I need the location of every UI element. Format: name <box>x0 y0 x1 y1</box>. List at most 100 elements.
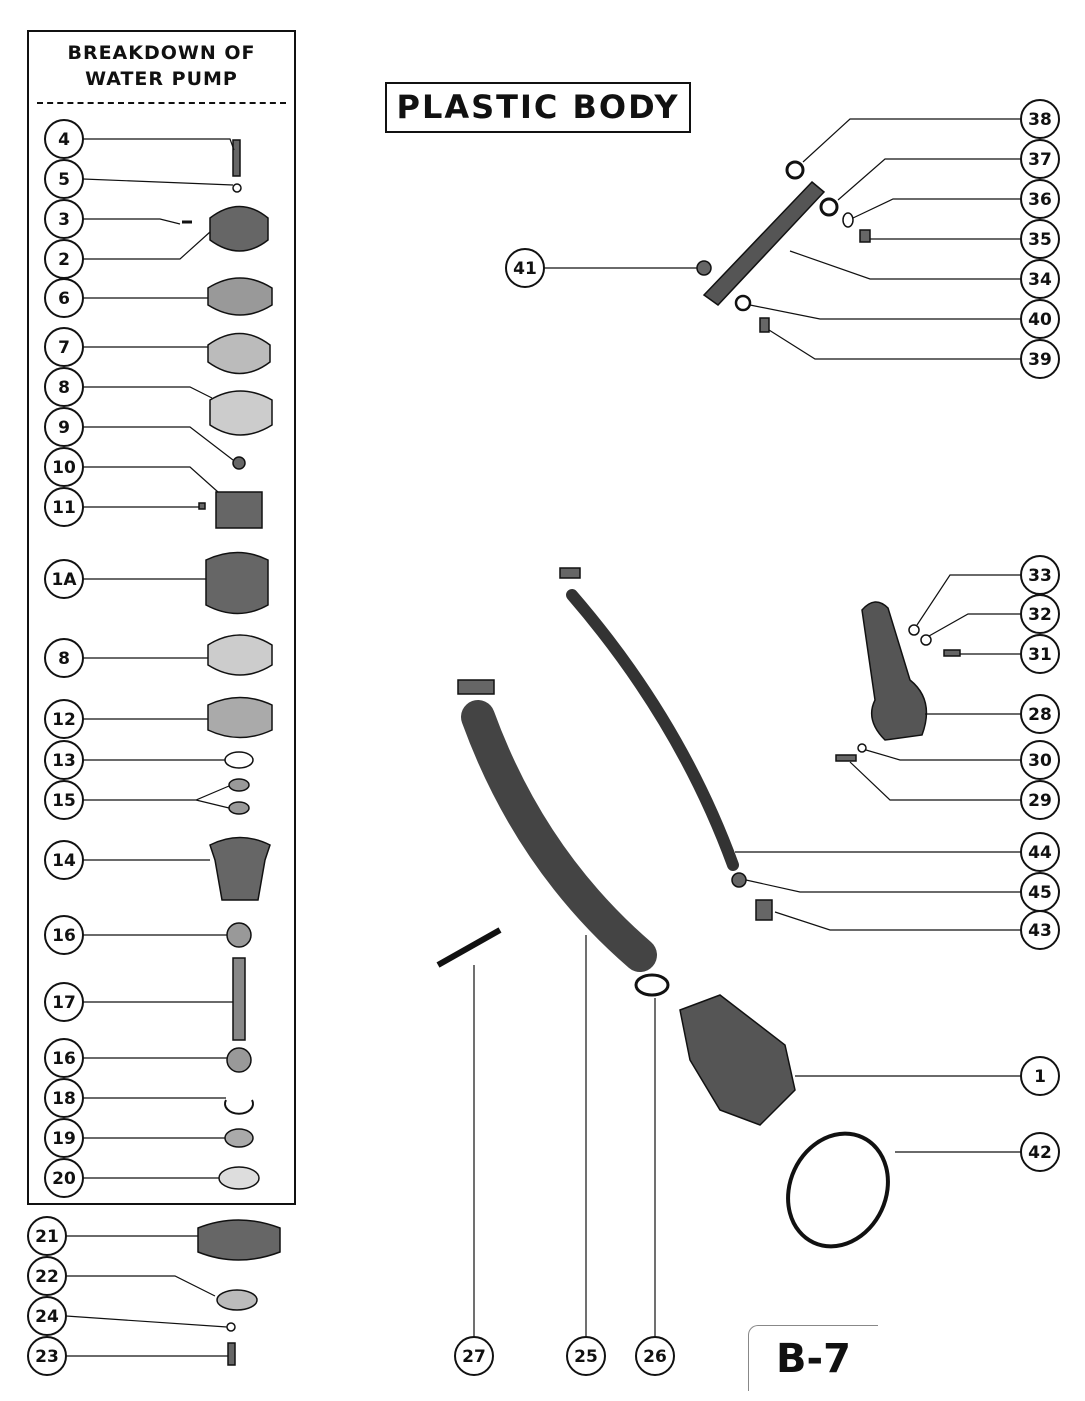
callout-label-33: 33 <box>1028 566 1052 586</box>
callout-bubble-19 <box>44 1118 84 1158</box>
callout-leader-45 <box>745 879 1021 893</box>
callout-leader-9 <box>83 426 234 461</box>
callout-label-21: 21 <box>35 1227 59 1247</box>
part-44-small-hose <box>566 589 739 871</box>
callout-bubble-12 <box>44 699 84 739</box>
callout-bubble-36 <box>1020 179 1060 219</box>
callout-label-22: 22 <box>35 1267 59 1287</box>
part-27-bolt <box>436 927 502 968</box>
callout-label-4: 4 <box>58 130 70 150</box>
callout-leader-5 <box>82 178 234 186</box>
breakdown-title-line-1: BREAKDOWN OF <box>67 42 256 64</box>
callout-bubble-4 <box>44 119 84 159</box>
callout-label-23: 23 <box>35 1347 59 1367</box>
part-11-key <box>198 502 206 510</box>
callout-leader-36 <box>852 198 1021 219</box>
callout-bubble-8 <box>44 367 84 407</box>
callout-bubble-10 <box>44 447 84 487</box>
callout-label-34: 34 <box>1028 270 1052 290</box>
part-45-clamp <box>731 872 747 888</box>
callout-label-3: 3 <box>58 210 70 230</box>
callout-bubble-23 <box>27 1336 67 1376</box>
callout-leader-3 <box>83 218 181 225</box>
callout-bubble-3 <box>44 199 84 239</box>
callout-leader-29 <box>849 761 1021 801</box>
callout-label-29: 29 <box>1028 791 1052 811</box>
callout-label-7: 7 <box>58 338 70 358</box>
callout-label-37: 37 <box>1028 150 1052 170</box>
part-2-pump-cover <box>209 205 269 252</box>
callout-label-19: 19 <box>52 1129 76 1149</box>
breakdown-title: BREAKDOWN OF WATER PUMP <box>29 40 294 92</box>
callout-bubbles: 4532678910111A81213151416171618192021222… <box>27 99 1060 1376</box>
callout-bubble-22 <box>27 1256 67 1296</box>
callout-leader-37 <box>837 158 1021 201</box>
callout-bubble-18 <box>44 1078 84 1118</box>
part-15-seal-upper <box>228 778 250 792</box>
part-8-gasket <box>209 390 273 436</box>
callout-leader-32 <box>928 613 1021 637</box>
part-13-o-ring <box>224 751 254 769</box>
callout-leader-40 <box>749 304 1021 320</box>
callout-label-40: 40 <box>1028 310 1052 330</box>
part-18-snap-ring <box>224 1099 254 1115</box>
callout-leader-4 <box>83 138 235 151</box>
callout-bubble-26 <box>635 1336 675 1376</box>
part-42-drive-belt <box>786 1131 890 1249</box>
callout-leader-15 <box>83 785 230 809</box>
part-illustrations <box>182 139 961 1366</box>
callout-label-45: 45 <box>1028 883 1052 903</box>
callout-label-14: 14 <box>52 851 76 871</box>
callout-label-28: 28 <box>1028 705 1052 725</box>
callout-label-27: 27 <box>462 1347 486 1367</box>
callout-label-12: 12 <box>52 710 76 730</box>
callout-bubble-27 <box>454 1336 494 1376</box>
part-32-washer <box>920 634 932 646</box>
callout-bubble-25 <box>566 1336 606 1376</box>
part-26-hose-clamp <box>634 973 670 997</box>
part-34-adjusting-bracket <box>702 180 826 306</box>
callout-bubble-28 <box>1020 694 1060 734</box>
callout-label-17: 17 <box>52 993 76 1013</box>
part-8-lower-gasket <box>207 634 273 676</box>
callout-label-31: 31 <box>1028 645 1052 665</box>
callout-label-13: 13 <box>52 751 76 771</box>
part-24-lockwasher <box>226 1322 236 1332</box>
part-14-housing <box>209 836 271 901</box>
callout-label-9: 9 <box>58 418 70 438</box>
callout-leader-30 <box>865 749 1021 761</box>
callout-bubble-29 <box>1020 780 1060 820</box>
callout-bubble-20 <box>44 1158 84 1198</box>
part-1-water-pump <box>679 994 796 1126</box>
part-41-nut <box>696 260 712 276</box>
callout-label-18: 18 <box>52 1089 76 1109</box>
callout-bubble-31 <box>1020 634 1060 674</box>
callout-bubble-16 <box>44 915 84 955</box>
part-25-large-hose <box>461 700 657 972</box>
callout-bubble-5 <box>44 159 84 199</box>
part-20-spacer <box>218 1166 260 1190</box>
part-28-support-bracket <box>861 601 928 741</box>
part-hose-clamp-small <box>559 567 581 579</box>
callout-leader-38 <box>802 118 1021 163</box>
callout-label-1a: 1A <box>52 570 78 590</box>
callout-bubble-1a <box>44 559 84 599</box>
callout-bubble-37 <box>1020 139 1060 179</box>
callout-bubble-30 <box>1020 740 1060 780</box>
part-5-washer <box>232 183 242 193</box>
callout-label-2: 2 <box>58 250 70 270</box>
callout-bubble-42 <box>1020 1132 1060 1172</box>
part-30-washer <box>857 743 867 753</box>
part-38-washer <box>785 160 805 180</box>
breakdown-divider <box>37 102 286 104</box>
callout-label-24: 24 <box>35 1307 59 1327</box>
callout-bubble-38 <box>1020 99 1060 139</box>
callout-bubble-6 <box>44 278 84 318</box>
callout-label-25: 25 <box>574 1347 598 1367</box>
part-6-gasket <box>207 277 273 316</box>
callout-leader-33 <box>916 574 1021 626</box>
callout-leader-24 <box>65 1315 228 1328</box>
part-31-bolt <box>943 649 961 657</box>
part-39-bolt <box>759 317 770 333</box>
